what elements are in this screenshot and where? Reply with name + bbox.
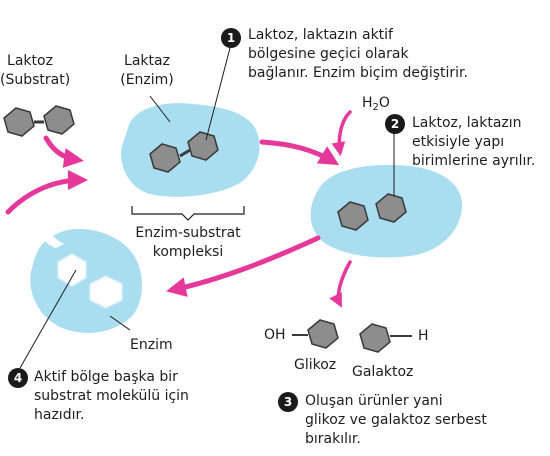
bound-galactose-hexagon (187, 131, 219, 161)
active-site-notch (41, 228, 64, 248)
complex-bracket (131, 206, 245, 221)
step-4-badge: 4 (8, 368, 28, 388)
complex-label-line-1: Enzim-substrat (135, 225, 241, 241)
empty-active-site-glucose-outline (57, 253, 87, 287)
step-1-badge: 1 (221, 28, 241, 48)
empty-active-site-galactose-outline (89, 275, 123, 309)
glucose-label: Glikoz (294, 357, 337, 373)
arrow-left-curve-to-complex (5, 170, 88, 215)
split-glucose-hexagon (337, 201, 369, 231)
water-formula: H2O (362, 94, 390, 113)
lactose-galactose-hexagon (43, 105, 75, 135)
water-o: O (378, 95, 390, 111)
step-1-line-2: bölgesine geçici olarak (248, 46, 409, 62)
split-galactose-hexagon (375, 193, 407, 223)
pointer-step-4 (19, 269, 77, 369)
step-3-line-3: bırakılır. (305, 431, 361, 447)
arrow-water-in (331, 110, 352, 157)
step-4-line-1: Aktif bölge başka bir (34, 369, 178, 385)
step-1-line-1: Laktoz, laktazın aktif (248, 27, 393, 43)
step-2-line-3: birimlerine ayrılır. (412, 153, 536, 169)
lactase-enzyme-label: Laktaz (Enzim) (112, 52, 182, 90)
step-1-text: Laktoz, laktazın aktif bölgesine geçici … (248, 26, 468, 83)
arrow-products-released (329, 260, 352, 308)
lactose-label-line-1: Laktoz (7, 53, 53, 69)
pointer-enzyme-label (109, 315, 131, 331)
step-4-text: Aktif bölge başka bir substrat molekülü … (34, 368, 189, 425)
step-3-line-2: glikoz ve galaktoz serbest (305, 412, 487, 428)
galactose-label: Galaktoz (352, 364, 414, 380)
released-glucose-hexagon (307, 319, 339, 349)
step-2-line-1: Laktoz, laktazın (412, 115, 522, 131)
bound-glucose-hexagon (149, 143, 181, 173)
step-3-text: Oluşan ürünler yani glikoz ve galaktoz s… (305, 392, 487, 449)
lactose-label-line-2: (Substrat) (0, 72, 71, 88)
oh-label: OH (264, 327, 286, 343)
arrow-complex-to-split (259, 139, 340, 166)
complex-label-line-2: kompleksi (152, 244, 224, 260)
enzyme-label: Enzim (130, 337, 173, 353)
step-4-line-3: hazıdır. (34, 407, 85, 423)
step-4-line-2: substrat molekülü için (34, 388, 189, 404)
pointer-step-1 (205, 47, 231, 141)
arrow-enzyme-returns (166, 235, 321, 297)
step-2-line-2: etkisiyle yapı (412, 134, 505, 150)
released-galactose-hexagon (359, 323, 391, 353)
step-2-text: Laktoz, laktazın etkisiyle yapı birimler… (412, 114, 535, 171)
empty-active-site-glucose (58, 254, 86, 286)
step-3-line-1: Oluşan ürünler yani (305, 393, 443, 409)
water-h: H (362, 95, 373, 111)
water-subscript: 2 (372, 102, 379, 113)
complex-label: Enzim-substrat kompleksi (128, 224, 248, 262)
lactase-label-line-2: (Enzim) (120, 72, 174, 88)
empty-active-site-galactose (90, 276, 122, 308)
bound-bond (179, 148, 191, 158)
pointer-lactase-label (149, 95, 171, 123)
h-label: H (418, 328, 429, 344)
free-enzyme-blob (30, 228, 143, 333)
lactose-substrate-label: Laktoz (Substrat) (0, 52, 71, 90)
step-1-line-3: bağlanır. Enzim biçim değiştirir. (248, 65, 468, 81)
arrow-substrate-to-complex (43, 135, 84, 168)
lactase-label-line-1: Laktaz (124, 53, 170, 69)
step-2-badge: 2 (385, 114, 405, 134)
step-3-badge: 3 (278, 392, 298, 412)
lactose-glucose-hexagon (3, 107, 35, 137)
